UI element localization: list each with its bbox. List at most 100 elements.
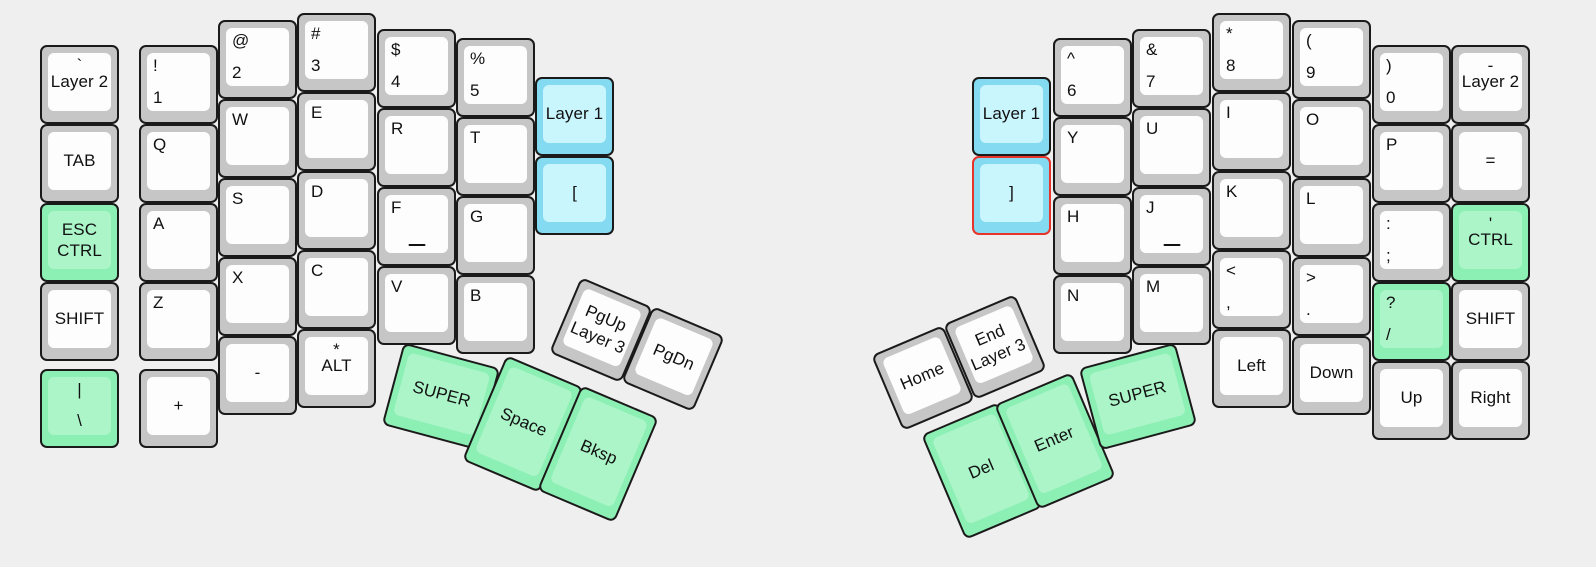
key-5[interactable]: %5	[456, 38, 535, 117]
key-legend: +	[173, 395, 184, 415]
key-layer-2[interactable]: `Layer 2	[40, 45, 119, 124]
key-cap: SUPER	[392, 352, 491, 436]
key-\[interactable]: |\	[40, 369, 119, 448]
key-legend: ;	[1386, 245, 1391, 265]
key-s[interactable]: S	[218, 178, 297, 257]
key-esc-ctrl[interactable]: ESC CTRL	[40, 203, 119, 282]
key-k[interactable]: K	[1212, 171, 1291, 250]
key-[[interactable]: [	[535, 156, 614, 235]
key-j[interactable]: J	[1132, 187, 1211, 266]
key-alt[interactable]: *ALT	[297, 329, 376, 408]
key-c[interactable]: C	[297, 250, 376, 329]
key-cap: P	[1380, 132, 1443, 190]
key-w[interactable]: W	[218, 99, 297, 178]
key-z[interactable]: Z	[139, 282, 218, 361]
key-d[interactable]: D	[297, 171, 376, 250]
key-2[interactable]: @2	[218, 20, 297, 99]
key-cap: Right	[1459, 369, 1522, 427]
key-9[interactable]: (9	[1292, 20, 1371, 99]
key-legend: I	[1226, 103, 1231, 122]
homing-bar	[408, 244, 425, 246]
key-x[interactable]: X	[218, 257, 297, 336]
key-.[interactable]: >.	[1292, 257, 1371, 336]
key-ctrl[interactable]: 'CTRL	[1451, 203, 1530, 282]
key-legend: C	[311, 261, 324, 280]
key-cap: (9	[1300, 28, 1363, 86]
key-legend: ]	[1009, 182, 1014, 202]
key-tab[interactable]: TAB	[40, 124, 119, 203]
key-down[interactable]: Down	[1292, 336, 1371, 415]
key-layer-2[interactable]: -Layer 2	[1451, 45, 1530, 124]
key-cap: F	[385, 195, 448, 253]
key-e[interactable]: E	[297, 92, 376, 171]
key-r[interactable]: R	[377, 108, 456, 187]
key-cap: #3	[305, 21, 368, 79]
key-l[interactable]: L	[1292, 178, 1371, 257]
key-legend: L	[1306, 189, 1316, 208]
key-=[interactable]: =	[1451, 124, 1530, 203]
key-cap: PgUp Layer 3	[561, 287, 643, 368]
key-cap: -Layer 2	[1459, 53, 1522, 111]
key-,[interactable]: <,	[1212, 250, 1291, 329]
key-left[interactable]: Left	[1212, 329, 1291, 408]
key-cap: Down	[1300, 344, 1363, 402]
key-][interactable]: ]	[972, 156, 1051, 235]
key-i[interactable]: I	[1212, 92, 1291, 171]
key-6[interactable]: ^6	[1053, 38, 1132, 117]
key-7[interactable]: &7	[1132, 29, 1211, 108]
key-a[interactable]: A	[139, 203, 218, 282]
key-legend: Y	[1067, 128, 1079, 147]
key--[interactable]: -	[218, 336, 297, 415]
key-cap: ^6	[1061, 46, 1124, 104]
key-1[interactable]: !1	[139, 45, 218, 124]
key-cap: <,	[1220, 258, 1283, 316]
key-legend: Del	[965, 454, 997, 483]
thumb-super-right[interactable]: SUPER	[1078, 342, 1198, 451]
key-q[interactable]: Q	[139, 124, 218, 203]
key-shift[interactable]: SHIFT	[1451, 282, 1530, 361]
key-+[interactable]: +	[139, 369, 218, 448]
key-p[interactable]: P	[1372, 124, 1451, 203]
key-layer-1[interactable]: Layer 1	[972, 77, 1051, 156]
key-/[interactable]: ?/	[1372, 282, 1451, 361]
key-y[interactable]: Y	[1053, 117, 1132, 196]
key-right[interactable]: Right	[1451, 361, 1530, 440]
key-f[interactable]: F	[377, 187, 456, 266]
key-legend: $	[391, 40, 401, 59]
key-v[interactable]: V	[377, 266, 456, 345]
key-u[interactable]: U	[1132, 108, 1211, 187]
key-cap: D	[305, 179, 368, 237]
key-cap: Q	[147, 132, 210, 190]
key-legend: !	[153, 56, 158, 75]
key-t[interactable]: T	[456, 117, 535, 196]
key-shift[interactable]: SHIFT	[40, 282, 119, 361]
key-b[interactable]: B	[456, 275, 535, 354]
key-cap: :;	[1380, 211, 1443, 269]
key-n[interactable]: N	[1053, 275, 1132, 354]
key-legend: Q	[153, 135, 167, 154]
key-;[interactable]: :;	[1372, 203, 1451, 282]
key-layer-1[interactable]: Layer 1	[535, 77, 614, 156]
key-legend: -	[254, 362, 261, 382]
key-3[interactable]: #3	[297, 13, 376, 92]
key-legend: D	[311, 182, 324, 201]
key-h[interactable]: H	[1053, 196, 1132, 275]
key-legend: #	[311, 24, 321, 43]
key-cap: Left	[1220, 337, 1283, 395]
key-legend: /	[1386, 324, 1391, 344]
key-cap: Layer 1	[980, 85, 1043, 143]
key-g[interactable]: G	[456, 196, 535, 275]
key-0[interactable]: )0	[1372, 45, 1451, 124]
key-legend: Z	[153, 293, 164, 312]
key-4[interactable]: $4	[377, 29, 456, 108]
key-legend: Left	[1237, 355, 1266, 375]
key-up[interactable]: Up	[1372, 361, 1451, 440]
key-cap: SHIFT	[1459, 290, 1522, 348]
key-8[interactable]: *8	[1212, 13, 1291, 92]
key-legend: J	[1146, 198, 1155, 217]
key-legend: 9	[1306, 62, 1316, 82]
key-legend: W	[232, 110, 249, 129]
key-o[interactable]: O	[1292, 99, 1371, 178]
key-m[interactable]: M	[1132, 266, 1211, 345]
key-cap: X	[226, 265, 289, 323]
